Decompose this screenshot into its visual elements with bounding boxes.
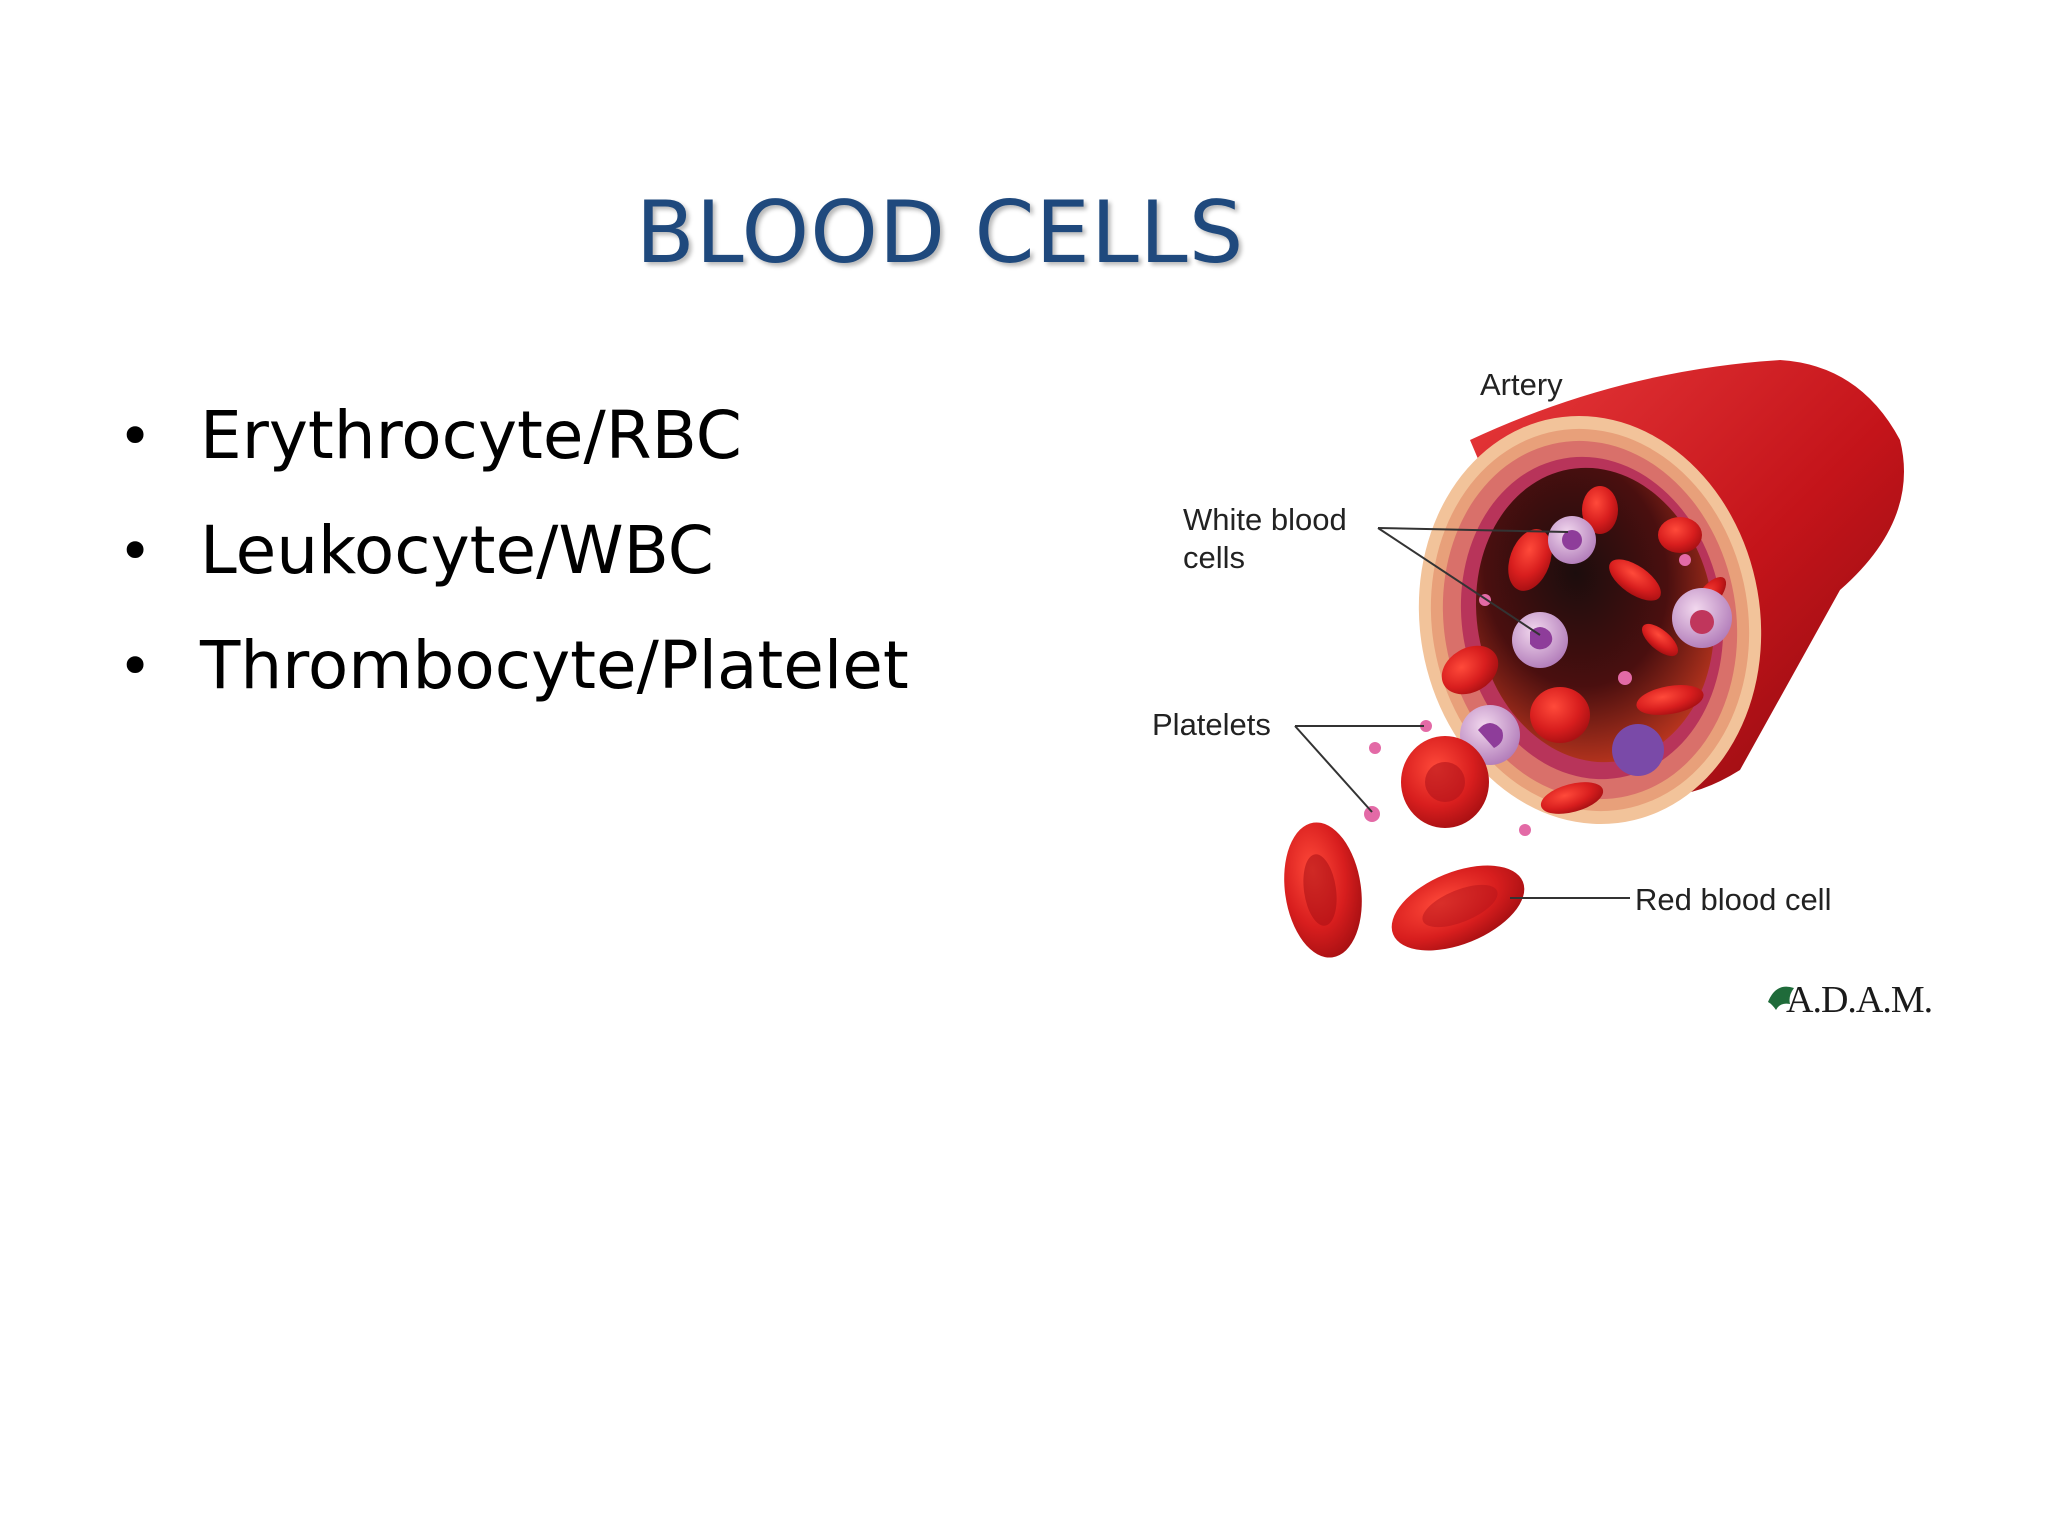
artery-label: Artery <box>1480 367 1563 402</box>
adam-logo: A.D.A.M. <box>1768 979 1933 1021</box>
wbc-label-line2: cells <box>1183 540 1245 575</box>
bullet-item: • Leukocyte/WBC <box>118 493 909 608</box>
platelet <box>1519 824 1531 836</box>
platelet <box>1369 742 1381 754</box>
wbc-cell <box>1612 724 1664 776</box>
bullet-icon: • <box>118 631 153 700</box>
bullet-item: • Thrombocyte/Platelet <box>118 608 909 723</box>
outer-cells <box>1284 720 1604 958</box>
bullet-icon: • <box>118 401 153 470</box>
artery-diagram: Artery White blood cells Platelets Red b… <box>1152 360 1933 1021</box>
artery-illustration: Artery White blood cells Platelets Red b… <box>1140 350 1940 1030</box>
bullet-icon: • <box>118 516 153 585</box>
rbc-cell <box>1540 782 1604 814</box>
leaf-icon <box>1768 986 1794 1010</box>
slide-title: BLOOD CELLS <box>635 183 1245 283</box>
bullet-item: • Erythrocyte/RBC <box>118 378 909 493</box>
bullet-text: Erythrocyte/RBC <box>200 397 742 474</box>
platelet <box>1364 806 1380 822</box>
leader-lines <box>1294 527 1630 899</box>
platelets-label: Platelets <box>1152 707 1271 742</box>
bullet-text: Leukocyte/WBC <box>200 512 714 589</box>
platelet <box>1420 720 1432 732</box>
logo-text: A.D.A.M. <box>1786 979 1932 1021</box>
rbc-label: Red blood cell <box>1635 882 1831 917</box>
bullet-text: Thrombocyte/Platelet <box>200 627 909 704</box>
bullet-list: • Erythrocyte/RBC • Leukocyte/WBC • Thro… <box>118 378 909 723</box>
wbc-label-line1: White blood <box>1183 502 1347 537</box>
inner-cells <box>1441 486 1732 776</box>
